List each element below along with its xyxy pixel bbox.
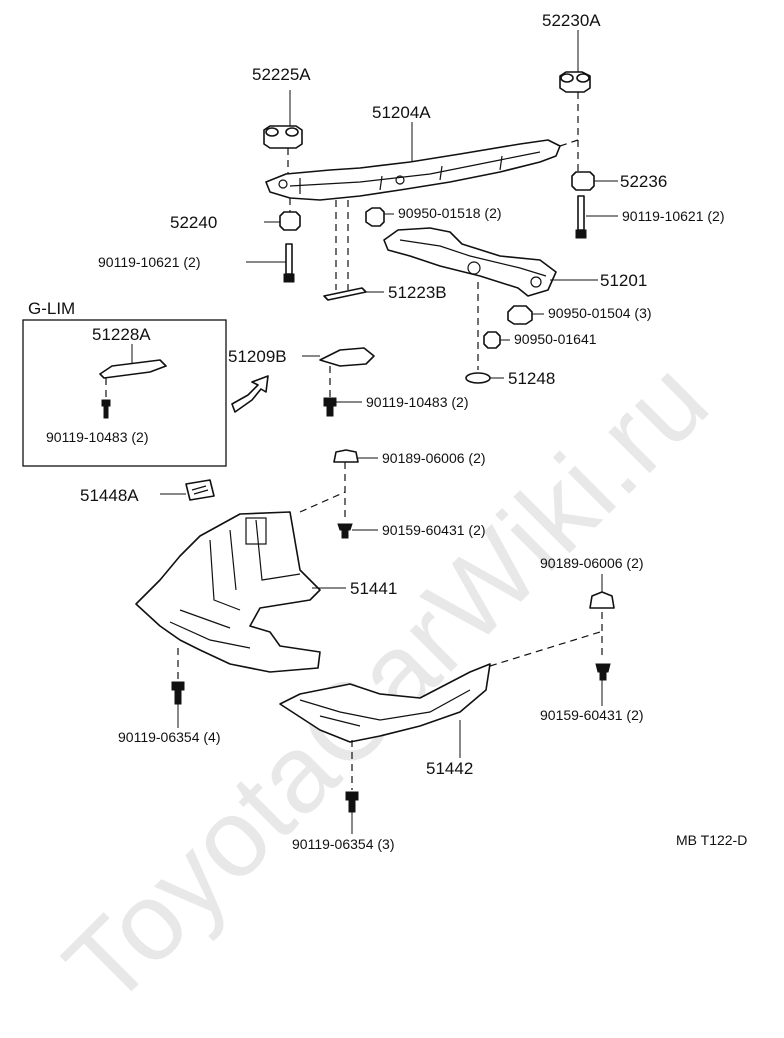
nut-90950-01518-icon xyxy=(365,207,385,227)
label-90189-06006-upper: 90189-06006 (2) xyxy=(382,450,486,466)
label-52225A: 52225A xyxy=(252,65,311,84)
part-52230A-shape xyxy=(559,71,591,93)
label-90950-01641: 90950-01641 xyxy=(514,331,597,347)
bolt-90119-10621-right-icon xyxy=(575,195,587,239)
bolt-90119-10621-left-icon xyxy=(283,243,295,283)
bolt-90119-06354-left-icon xyxy=(171,681,185,705)
label-52230A: 52230A xyxy=(542,11,601,30)
arrow-icon xyxy=(231,375,269,413)
label-51441: 51441 xyxy=(350,579,398,598)
label-52240: 52240 xyxy=(170,213,218,232)
label-90119-10621-left: 90119-10621 (2) xyxy=(98,254,201,270)
label-51201: 51201 xyxy=(600,271,648,290)
inset-title: G-LIM xyxy=(28,299,76,318)
label-inset-bolt: 90119-10483 (2) xyxy=(46,429,149,445)
label-90159-60431-lower: 90159-60431 (2) xyxy=(540,707,644,723)
part-51441-shape xyxy=(135,511,321,673)
label-90950-01504: 90950-01504 (3) xyxy=(548,305,652,321)
part-51201-shape xyxy=(383,227,557,297)
part-90950-01504-shape xyxy=(507,305,533,325)
part-51248-shape xyxy=(465,372,491,384)
label-90950-01518: 90950-01518 (2) xyxy=(398,205,502,221)
label-90119-10621-right: 90119-10621 (2) xyxy=(622,208,725,224)
bolt-90119-10483-icon xyxy=(323,397,337,417)
part-52225A-shape xyxy=(263,125,303,149)
label-52236: 52236 xyxy=(620,172,668,191)
label-90159-60431-upper: 90159-60431 (2) xyxy=(382,522,486,538)
label-51448A: 51448A xyxy=(80,486,139,505)
label-51209B: 51209B xyxy=(228,347,287,366)
part-51228A-shape xyxy=(99,359,167,379)
bolt-90119-06354-bottom-icon xyxy=(345,791,359,813)
part-51223B-shape xyxy=(323,287,367,301)
part-51209B-shape xyxy=(319,347,375,367)
nut-90950-01641-icon xyxy=(483,331,501,349)
part-51442-shape xyxy=(279,663,491,743)
inset-bolt-icon xyxy=(101,399,111,419)
g-lim-inset-frame xyxy=(22,319,227,467)
label-51442: 51442 xyxy=(426,759,474,778)
label-90119-06354-bottom: 90119-06354 (3) xyxy=(292,836,395,852)
part-51448A-shape xyxy=(185,479,215,501)
label-90119-10483: 90119-10483 (2) xyxy=(366,394,469,410)
part-52240-shape xyxy=(279,211,301,231)
clip-90189-06006-lower-icon xyxy=(589,591,615,609)
screw-90159-60431-lower-icon xyxy=(595,663,611,681)
diagram-code: MB T122-D xyxy=(676,832,748,848)
screw-90159-60431-upper-icon xyxy=(337,523,353,539)
label-51248: 51248 xyxy=(508,369,556,388)
label-51228A: 51228A xyxy=(92,325,151,344)
label-51204A: 51204A xyxy=(372,103,431,122)
label-90119-06354-left: 90119-06354 (4) xyxy=(118,729,221,745)
part-51204A-shape xyxy=(265,139,561,201)
clip-90189-06006-upper-icon xyxy=(333,449,359,463)
label-51223B: 51223B xyxy=(388,283,447,302)
part-52236-shape xyxy=(571,171,595,191)
label-90189-06006-lower: 90189-06006 (2) xyxy=(540,555,644,571)
